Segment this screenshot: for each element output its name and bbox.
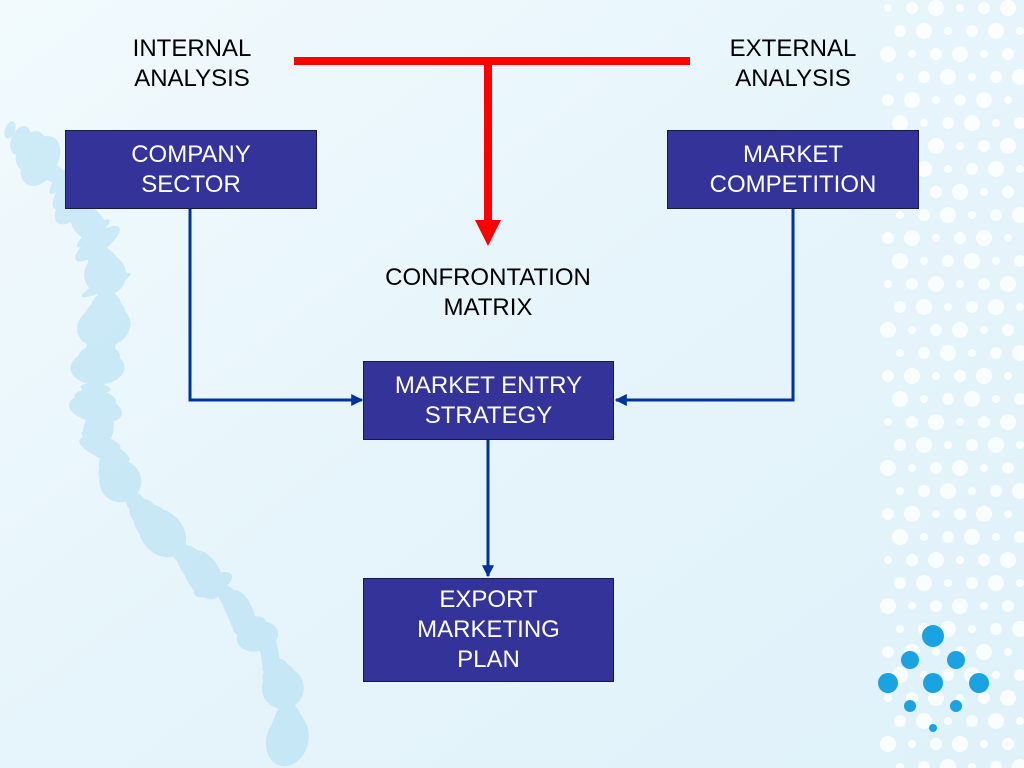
external-analysis-label: EXTERNAL ANALYSIS: [729, 35, 857, 92]
market-entry-strategy-box: MARKET ENTRY STRATEGY: [363, 361, 614, 440]
internal-analysis-label: INTERNAL ANALYSIS: [132, 35, 252, 92]
company-sector-box: COMPANY SECTOR: [65, 130, 317, 209]
export-marketing-plan-box: EXPORT MARKETING PLAN: [363, 578, 614, 682]
confrontation-matrix-label: CONFRONTATION MATRIX: [385, 264, 591, 321]
market-to-entry-arrow: [614, 209, 795, 406]
company-to-entry-arrow: [188, 209, 364, 406]
confrontation-arrow-head: [475, 220, 501, 246]
market-competition-box: MARKET COMPETITION: [667, 130, 919, 209]
